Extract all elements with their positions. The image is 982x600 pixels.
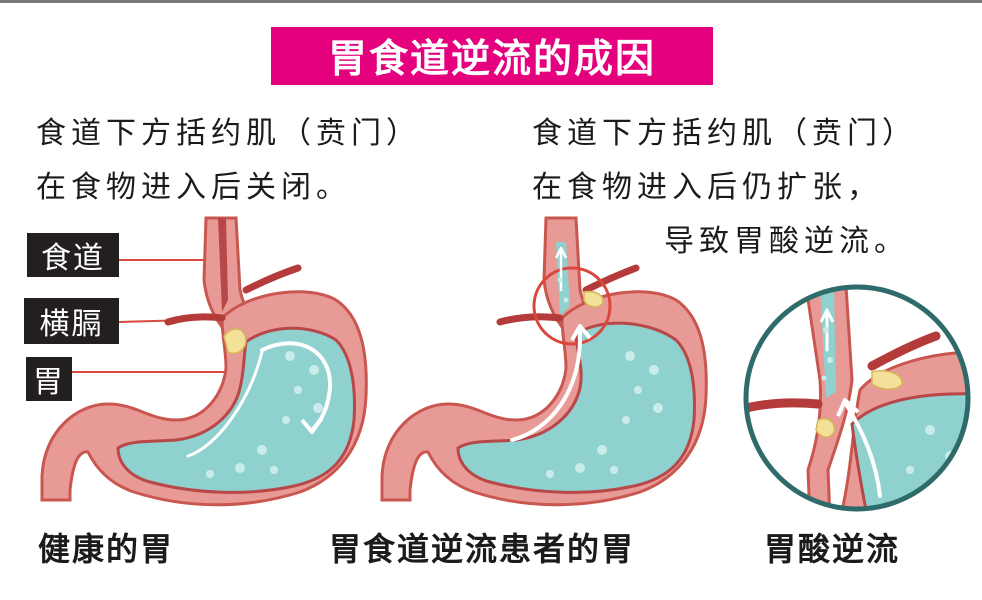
zoom-fat-deposit-2 xyxy=(815,418,836,438)
healthy-esophagus-lumen xyxy=(218,218,228,312)
zoom-reflux-arrow xyxy=(844,402,882,498)
zoom-reflux-arrowhead xyxy=(836,398,860,417)
healthy-fat-deposit xyxy=(223,328,247,354)
healthy-stomach xyxy=(40,216,368,507)
healthy-caption: 食道下方括约肌（贲门） 在食物进入后关闭。 xyxy=(36,107,421,215)
healthy-diaphragm-right xyxy=(242,264,302,294)
zoom-diaphragm-left xyxy=(746,398,823,413)
gerd-gastric-fluid xyxy=(456,321,696,494)
esophagus-label-text: 食道 xyxy=(41,241,105,276)
healthy-flow-tail xyxy=(186,350,264,458)
gerd-caption-line2: 在食物进入后仍扩张， xyxy=(532,170,882,205)
gerd-caption: 食道下方括约肌（贲门） 在食物进入后仍扩张， 导致胃酸逆流。 xyxy=(532,107,917,269)
gerd-flow-arrowhead xyxy=(570,324,592,341)
zoom-fat-deposit xyxy=(871,370,903,390)
diagram-title: 胃食道逆流的成因 xyxy=(271,27,713,85)
zoom-circle-border xyxy=(743,284,971,512)
gerd-caption-line1: 食道下方括约肌（贲门） xyxy=(532,116,917,151)
stomach-label-text: 胃 xyxy=(33,365,65,400)
gerd-flow-arrow xyxy=(510,328,583,442)
gerd-diaphragm-right xyxy=(582,264,640,294)
healthy-flow-arrowhead xyxy=(300,416,324,434)
reflux-label: 胃酸逆流 xyxy=(764,530,901,568)
healthy-caption-line2: 在食物进入后关闭。 xyxy=(36,170,351,205)
healthy-diaphragm-left xyxy=(164,313,226,326)
diaphragm-label: 横膈 xyxy=(24,298,119,344)
gerd-reflux-arrowhead xyxy=(554,246,568,259)
gerd-food-particles xyxy=(546,277,663,478)
gerd-fat-deposit xyxy=(583,290,604,308)
top-rule xyxy=(0,0,982,3)
gerd-stomach xyxy=(380,216,708,507)
diaphragm-label-text: 横膈 xyxy=(39,307,104,342)
healthy-caption-line1: 食道下方括约肌（贲门） xyxy=(36,116,421,151)
esophagus-label: 食道 xyxy=(27,233,119,277)
gerd-diaphragm-left xyxy=(496,313,564,326)
gerd-stomach-label: 胃食道逆流患者的胃 xyxy=(329,530,636,568)
healthy-stomach-label: 健康的胃 xyxy=(38,530,175,568)
reflux-zoom xyxy=(743,284,971,512)
healthy-food-particles xyxy=(206,351,323,478)
gerd-callout-circle xyxy=(532,266,612,346)
diagram-title-text: 胃食道逆流的成因 xyxy=(327,37,656,82)
stomach-label: 胃 xyxy=(26,357,72,401)
zoom-reflux-arrowhead-upper xyxy=(819,308,835,323)
gerd-caption-line3: 导致胃酸逆流。 xyxy=(664,224,909,259)
zoom-diaphragm-right xyxy=(867,331,941,371)
gerd-esophagus-reflux xyxy=(556,242,570,316)
